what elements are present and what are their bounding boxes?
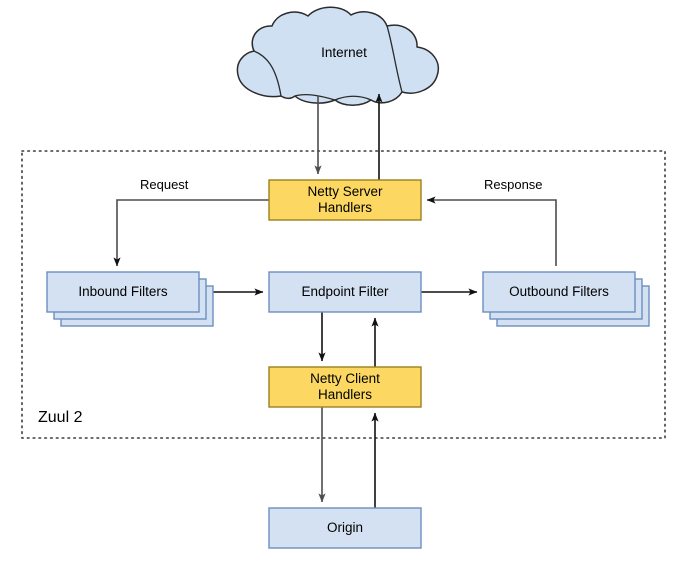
edge-outbound-filters-to-netty-server: [426, 196, 557, 266]
zuul-boundary-label: Zuul 2: [38, 409, 83, 426]
netty-client-handlers-node[interactable]: [268, 366, 422, 408]
internet-cloud: [236, 6, 439, 106]
outbound-filters-node[interactable]: [482, 271, 650, 327]
inbound-filters-node[interactable]: [46, 271, 214, 327]
endpoint-filter-node[interactable]: [268, 271, 422, 313]
origin-node[interactable]: [268, 507, 422, 549]
response-edge-label: Response: [484, 177, 543, 192]
netty-server-handlers-node[interactable]: [268, 179, 422, 221]
zuul-boundary: [21, 150, 666, 439]
request-edge-label: Request: [140, 177, 189, 192]
edge-netty-server-to-inbound-filters: [113, 199, 269, 267]
